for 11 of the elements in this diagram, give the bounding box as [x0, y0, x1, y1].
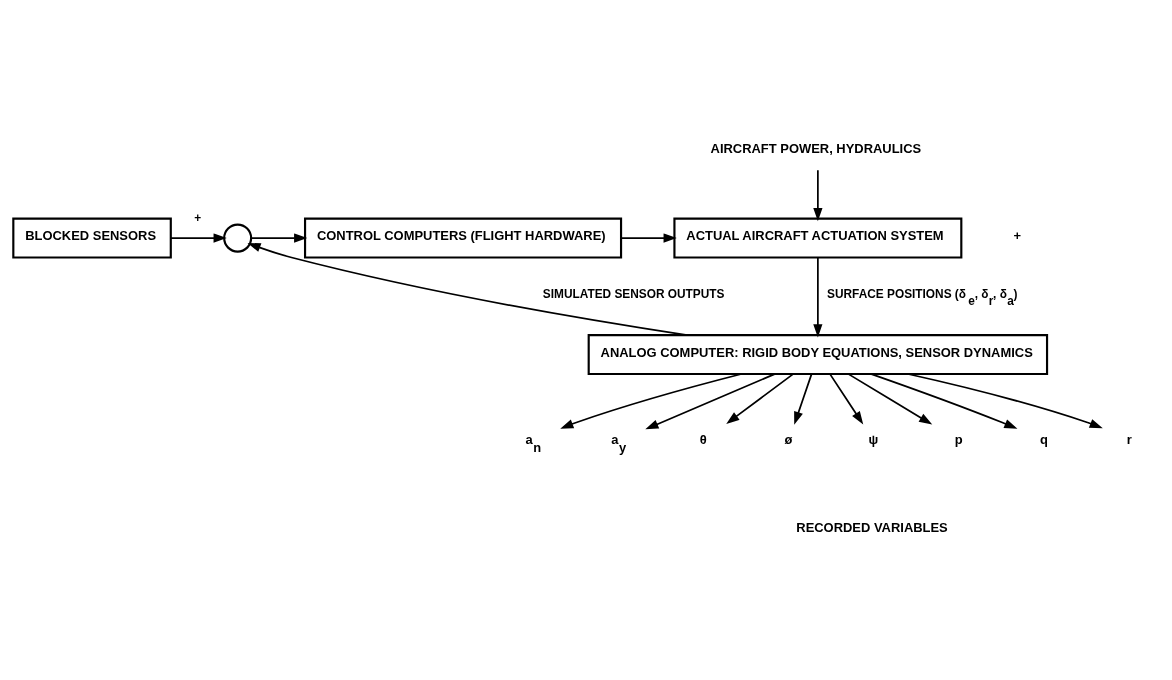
node-text: r — [1126, 432, 1132, 448]
edge-label: SIMULATED SENSOR OUTPUTS — [542, 287, 725, 302]
node-text: ø — [784, 432, 793, 448]
node-text: ψ — [868, 432, 879, 448]
label: RECORDED VARIABLES — [796, 519, 948, 535]
node-text: AIRCRAFT POWER, HYDRAULICS — [710, 140, 922, 156]
node-text: q — [1040, 432, 1048, 448]
node-text: p — [954, 432, 963, 448]
label: + — [1013, 228, 1022, 244]
node-text: θ — [699, 432, 707, 448]
edge-label: + — [194, 210, 202, 225]
